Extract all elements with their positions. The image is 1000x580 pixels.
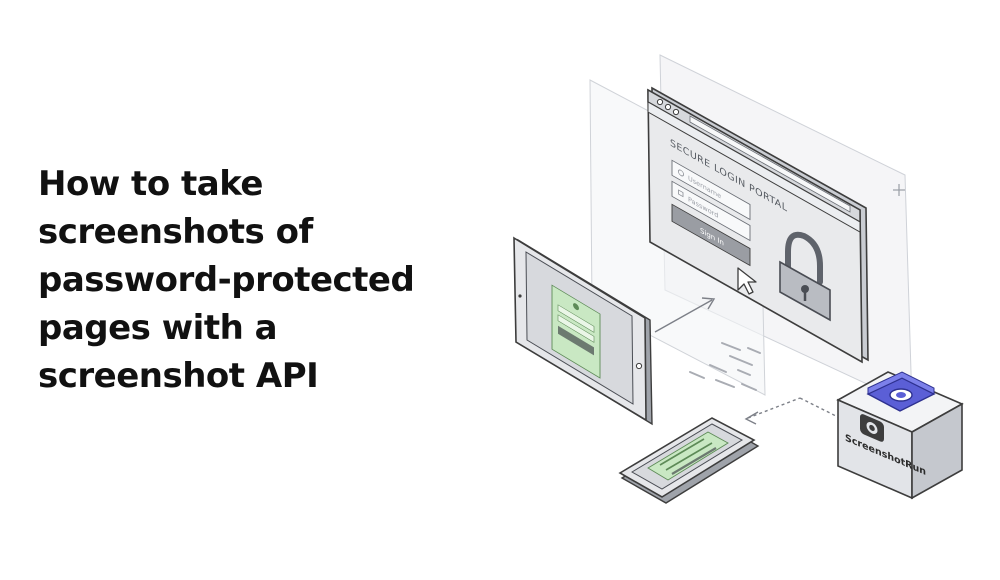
data-dashes: [689, 342, 761, 391]
password-field[interactable]: [671, 180, 751, 242]
headline-line-4: pages with a: [38, 308, 278, 348]
connector-lines: [654, 297, 841, 425]
arrow-head-1: [701, 297, 716, 310]
camera-top-blue: [867, 371, 935, 395]
window-dot-maximize: [672, 108, 680, 116]
tablet-home-button: [635, 362, 643, 370]
headline-line-2: screenshots of: [38, 212, 313, 252]
tablet-camera: [518, 294, 522, 298]
browser-window: SECURE LOGIN PORTAL Username Password Si…: [647, 86, 869, 364]
sign-in-button[interactable]: [671, 203, 751, 267]
username-field[interactable]: [671, 159, 751, 221]
browser-to-box-arrow: [799, 397, 841, 419]
headline-line-1: How to take: [38, 164, 263, 204]
phone-device: [618, 417, 760, 504]
box-logo: [860, 414, 884, 442]
arrow-head-2: [744, 411, 759, 425]
user-icon: [678, 169, 685, 177]
cursor-icon: [737, 267, 757, 295]
padlock-keyhole: [801, 285, 809, 293]
page-title: How to take screenshots of password-prot…: [38, 160, 498, 400]
browser-titlebar: [647, 101, 861, 233]
address-bar: [689, 115, 851, 213]
screenshotrun-box: ScreenshotRun: [836, 371, 964, 500]
tablet-to-browser-arrow: [654, 299, 713, 333]
headline-line-3: password-protected: [38, 260, 415, 300]
tablet-device: [513, 236, 653, 426]
headline-line-5: screenshot API: [38, 356, 319, 396]
isometric-illustration: SECURE LOGIN PORTAL Username Password Si…: [513, 54, 964, 504]
phone-to-box-arrow: [747, 397, 801, 419]
camera-icon: [866, 371, 936, 412]
window-dot-minimize: [664, 103, 672, 111]
tablet-login-card: [551, 284, 601, 379]
padlock-icon: [779, 231, 831, 322]
key-icon: [678, 189, 684, 198]
window-dot-close: [656, 98, 664, 106]
box-right: [911, 402, 963, 500]
padlock-shackle: [785, 231, 823, 285]
